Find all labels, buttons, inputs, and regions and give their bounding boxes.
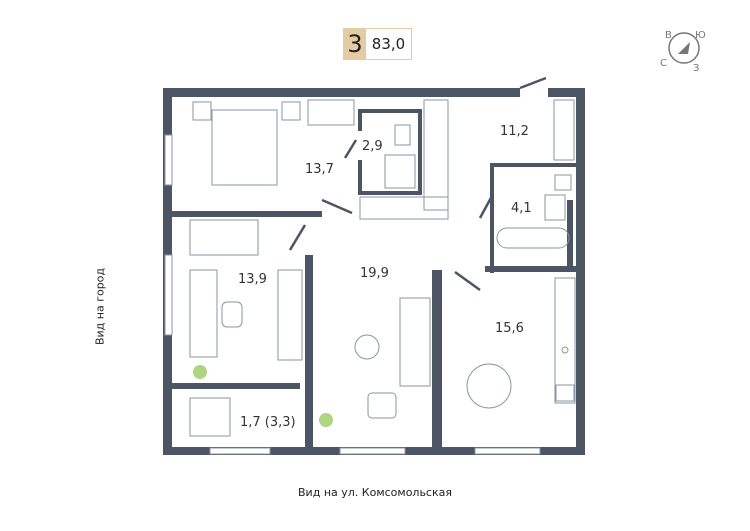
wardrobe-icon bbox=[423, 99, 449, 211]
room-count: 3 bbox=[344, 29, 366, 59]
compass-icon: В Ю С З bbox=[660, 30, 706, 74]
toilet-icon bbox=[394, 124, 411, 146]
apartment-badge: 3 83,0 bbox=[343, 28, 412, 60]
total-area: 83,0 bbox=[366, 29, 411, 59]
room-area-kitchen: 15,6 bbox=[495, 321, 524, 336]
bed-icon bbox=[189, 219, 259, 256]
view-label-left: Вид на город bbox=[93, 267, 107, 346]
lounger-icon bbox=[189, 397, 231, 437]
chair-icon bbox=[221, 301, 243, 328]
bed-icon bbox=[211, 109, 278, 186]
plant-icons bbox=[193, 365, 333, 427]
bathtub-icon bbox=[496, 227, 570, 249]
armchair-icon bbox=[367, 392, 397, 419]
sink-icon bbox=[544, 194, 566, 221]
room-area-bathroom-small: 2,9 bbox=[362, 139, 383, 154]
windows bbox=[164, 134, 541, 455]
stove-icon bbox=[555, 384, 575, 402]
wardrobe-icon bbox=[307, 99, 355, 126]
wardrobe-icon bbox=[553, 99, 575, 161]
room-area-balcony: 1,7 (3,3) bbox=[240, 415, 296, 430]
coffee-table-icon bbox=[354, 334, 380, 360]
room-area-bathroom: 4,1 bbox=[511, 201, 532, 216]
room-area-room: 13,9 bbox=[238, 272, 267, 287]
wardrobe-icon bbox=[359, 196, 449, 220]
compass-east-label: В bbox=[665, 30, 672, 41]
toilet-icon bbox=[554, 174, 572, 191]
room-area-living-room: 19,9 bbox=[360, 266, 389, 281]
wardrobe-icon bbox=[277, 269, 303, 361]
furniture bbox=[189, 99, 576, 437]
room-area-hallway: 11,2 bbox=[500, 124, 529, 139]
room-area-bedroom: 13,7 bbox=[305, 162, 334, 177]
view-label-bottom: Вид на ул. Комсомольская bbox=[298, 486, 452, 499]
desk-icon bbox=[189, 269, 218, 358]
dining-table-icon bbox=[466, 363, 512, 409]
compass-north-label: С bbox=[660, 58, 667, 69]
compass-west-label: З bbox=[693, 63, 699, 74]
shower-icon bbox=[384, 154, 416, 189]
room-labels: 13,7 2,9 11,2 4,1 13,9 19,9 15,6 1,7 (3,… bbox=[238, 124, 532, 430]
compass-south-label: Ю bbox=[695, 30, 706, 41]
doors bbox=[288, 76, 547, 292]
kitchen-counter-icon bbox=[554, 277, 576, 404]
sofa-icon bbox=[399, 297, 431, 387]
